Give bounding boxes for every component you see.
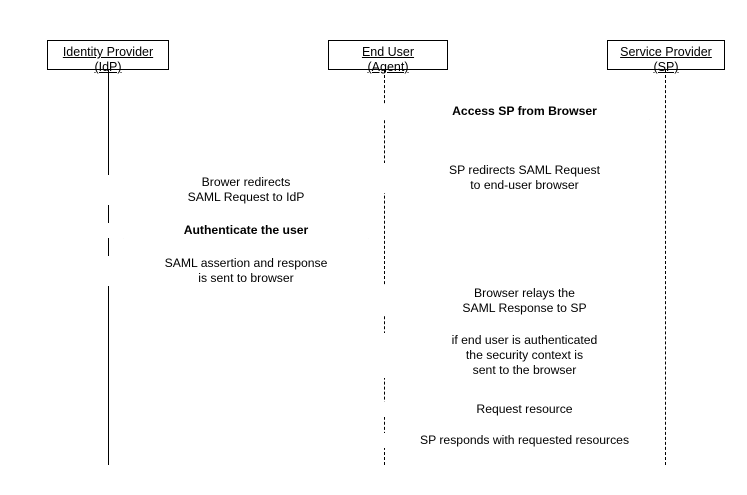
message-label-line: is sent to browser [198,271,294,285]
participant-abbr: (SP) [653,60,679,74]
message-label-line: if end user is authenticated [451,333,598,347]
participant-abbr: (Agent) [367,60,409,74]
message-label-line: SP responds with requested resources [419,433,630,447]
participant-name: Identity Provider [62,45,154,59]
message-label-line: Authenticate the user [183,223,309,237]
message-label-line: SP redirects SAML Request [448,163,601,177]
message-label-line: SAML Request to IdP [187,190,305,204]
message-label-m1: Access SP from Browser [384,104,665,119]
message-m1[interactable]: Access SP from Browser [384,82,665,142]
message-label-m4: Authenticate the user [108,223,384,238]
lifeline-enduser [384,70,385,465]
message-label-line: Request resource [476,402,573,416]
participant-sp[interactable]: Service Provider(SP) [607,40,725,74]
message-label-line: sent to the browser [472,363,577,377]
participant-name: Service Provider [620,45,712,59]
message-label-line: Browser relays the [474,286,575,300]
message-label-line: SAML Response to SP [462,301,587,315]
message-label-line: the security context is [465,348,584,362]
message-label-line: Access SP from Browser [452,104,597,118]
message-m4[interactable]: Authenticate the user [108,201,384,261]
lifeline-sp [665,70,666,465]
message-m8[interactable]: Request resource [384,379,665,439]
participant-idp[interactable]: Identity Provider(IdP) [47,40,169,74]
participant-abbr: (IdP) [94,60,122,74]
message-label-m9: SP responds with requested resources [384,433,665,448]
message-label-m8: Request resource [384,402,665,417]
message-m9[interactable]: SP responds with requested resources [384,410,665,470]
participant-name: End User [361,45,415,59]
message-label-line: Brower redirects [201,175,291,189]
message-label-line: SAML assertion and response [164,256,328,270]
participant-enduser[interactable]: End User(Agent) [328,40,448,74]
message-label-line: to end-user browser [470,178,579,192]
